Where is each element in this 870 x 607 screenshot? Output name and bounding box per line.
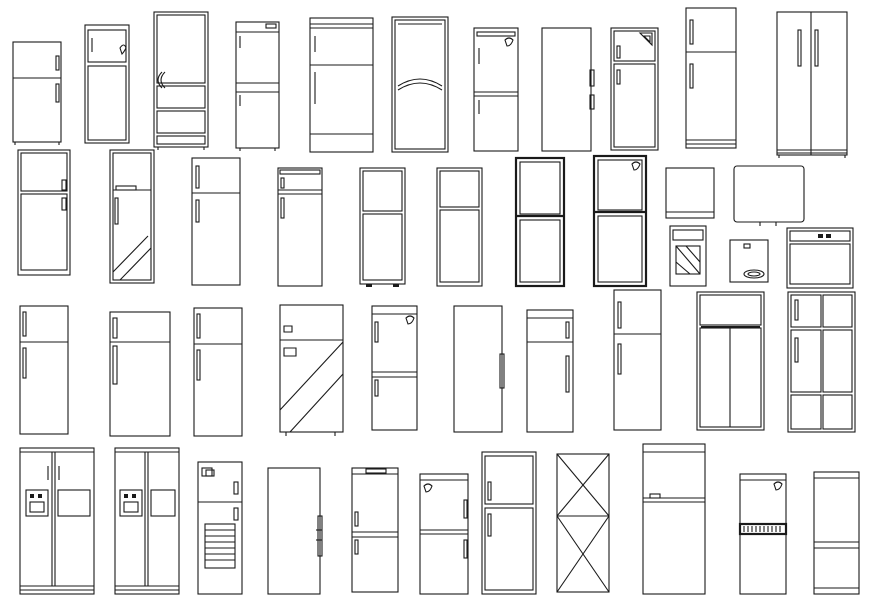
fridge-r1-7 (473, 27, 519, 152)
microwave-small (669, 225, 707, 287)
fridge-r1-3 (153, 11, 209, 150)
fridge-r3-6 (453, 305, 505, 433)
fridge-r4-3 (197, 461, 243, 595)
fridge-r3-2 (109, 311, 171, 437)
fridge-r4-7 (481, 451, 537, 595)
fridge-r3-5 (371, 305, 418, 431)
fridge-r1-4 (235, 21, 280, 151)
fridge-r4-9 (642, 443, 706, 595)
mini-fridge-2 (733, 165, 805, 226)
fridge-r1-5 (309, 17, 374, 153)
fridge-r3-1 (19, 305, 69, 435)
fridge-r1-2 (84, 24, 130, 144)
mini-fridge-1 (665, 167, 715, 219)
fridge-r2-7 (514, 156, 566, 288)
fridge-r2-4 (277, 167, 323, 287)
fridge-r4-2 (114, 447, 180, 595)
fridge-r3-3 (193, 307, 243, 437)
fridge-r2-1 (17, 149, 71, 276)
crossed-box (556, 453, 610, 593)
fridge-r3-8 (613, 289, 662, 431)
fridge-r1-10 (685, 7, 737, 149)
fridge-r3-4 (279, 304, 344, 436)
fridge-r2-6 (436, 167, 483, 287)
fridge-r4-11 (813, 471, 860, 595)
fridge-r1-1 (12, 41, 62, 145)
fridge-r1-11 (776, 11, 848, 158)
fridge-r4-1 (19, 447, 95, 595)
fridge-r2-5 (359, 167, 406, 287)
fridge-r4-4 (267, 467, 323, 595)
fridge-r3-10 (787, 291, 856, 433)
fridge-r3-7 (526, 309, 574, 433)
fridge-r1-9 (610, 27, 659, 151)
fridge-r2-2 (109, 149, 155, 284)
fridge-r1-6 (391, 16, 449, 153)
oven-range (786, 227, 854, 289)
fridge-r4-10 (738, 473, 788, 595)
fridge-r4-5 (351, 467, 399, 593)
fridge-r4-6 (419, 473, 469, 595)
fridge-r1-8 (541, 27, 595, 152)
fridge-r2-8 (592, 154, 648, 288)
toaster-oven (729, 239, 769, 283)
fridge-r2-3 (191, 157, 241, 286)
fridge-r3-9 (696, 291, 765, 431)
